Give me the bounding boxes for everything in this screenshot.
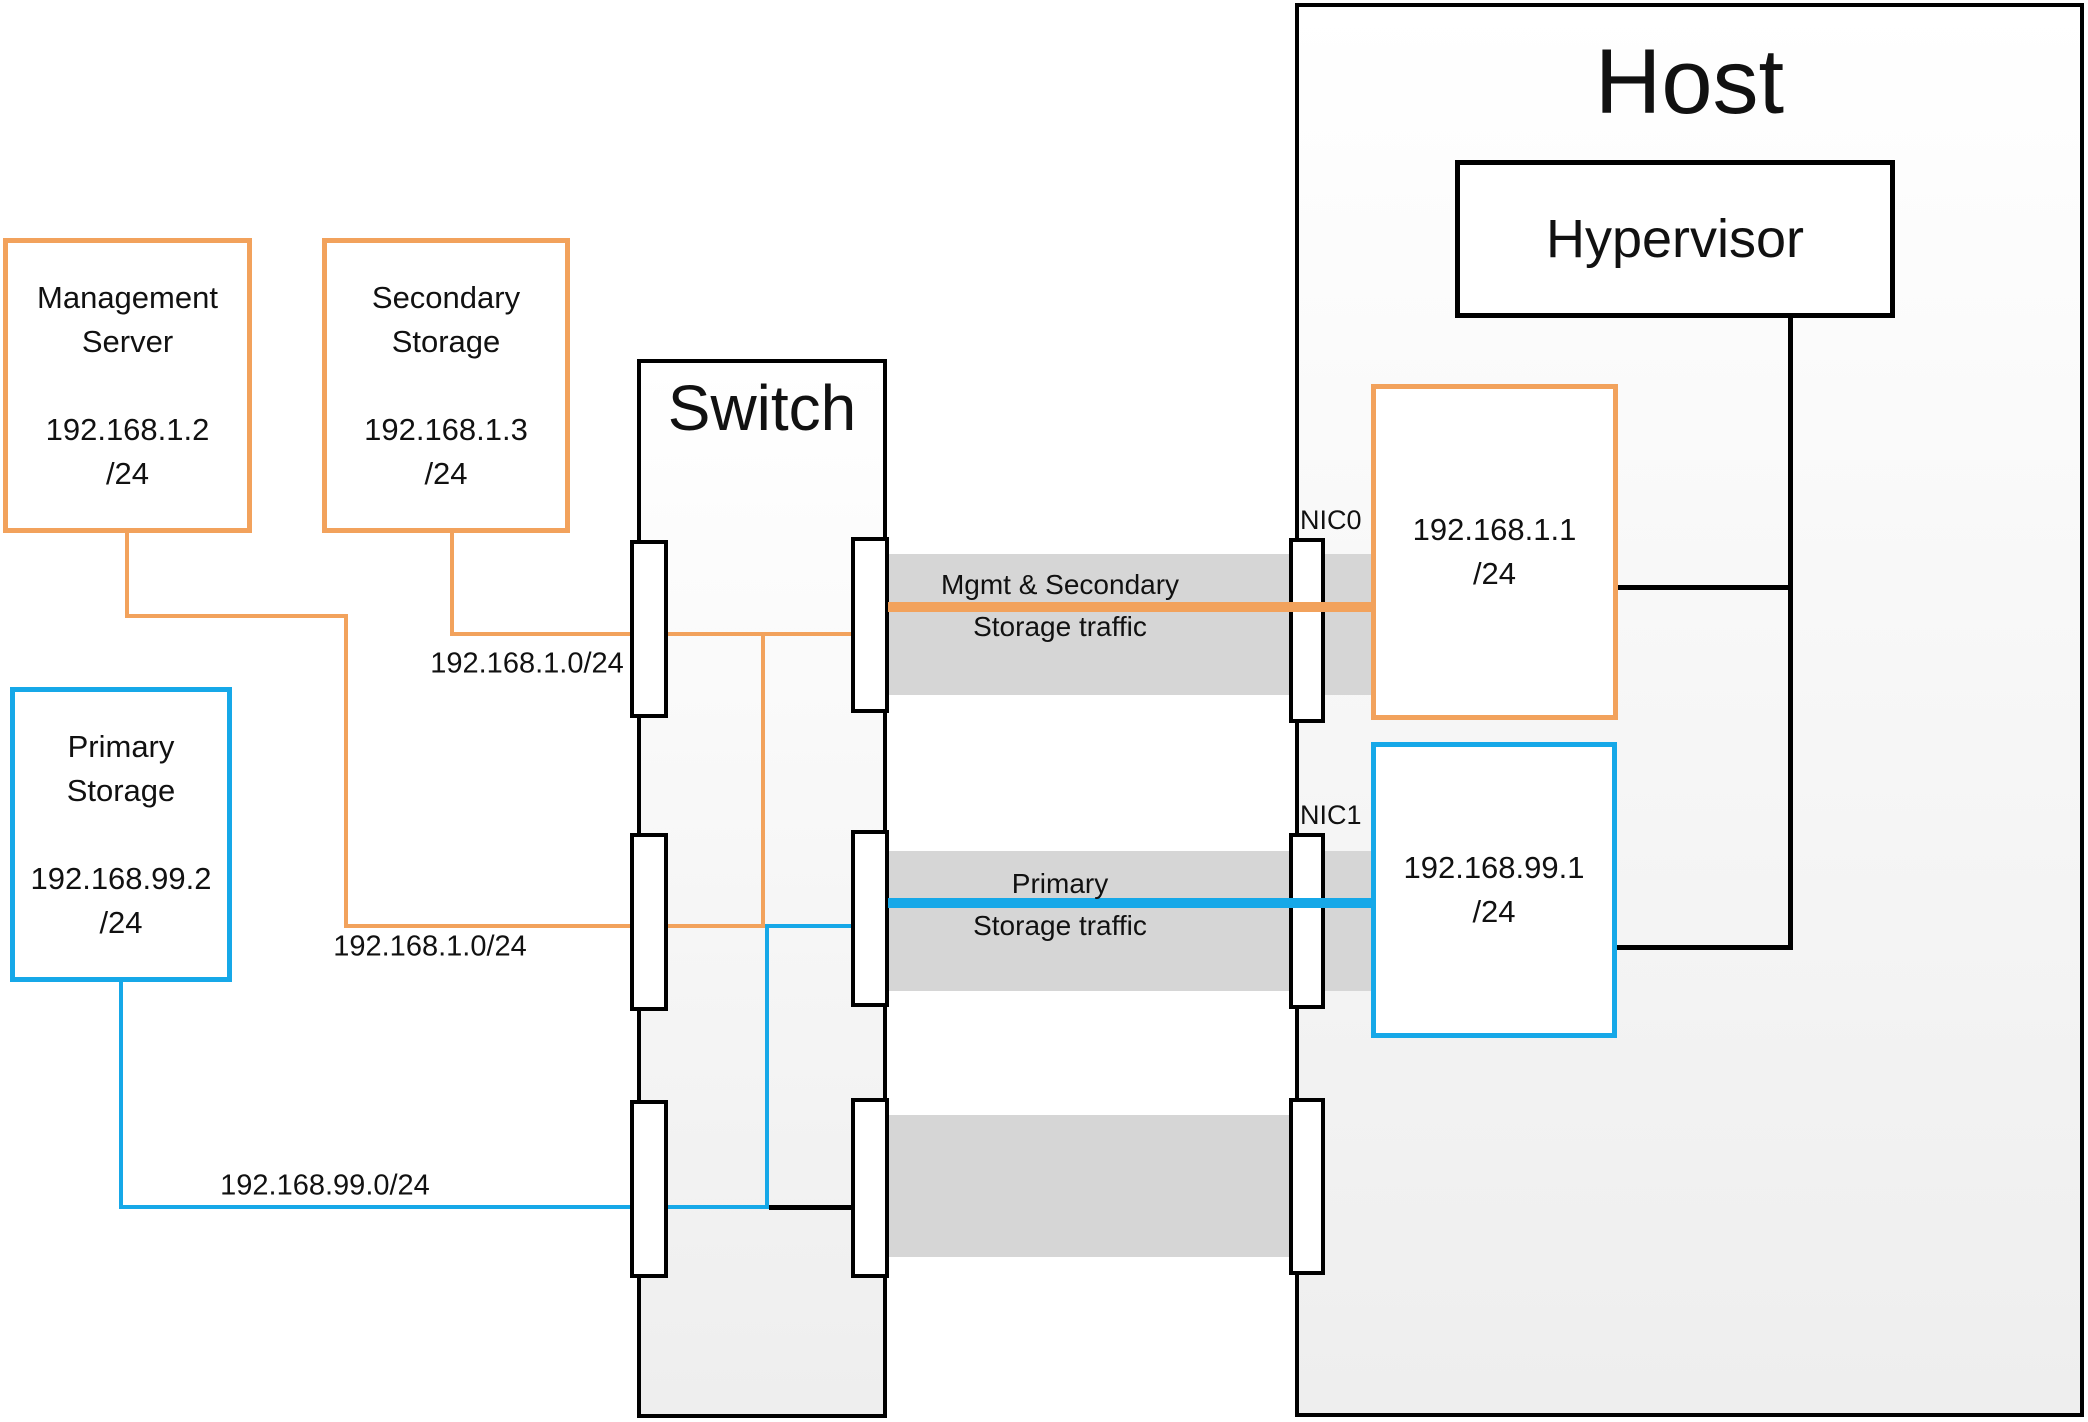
nic0-to-hypervisor-line	[1618, 585, 1788, 590]
secondary-storage-name-line1: Secondary	[371, 279, 521, 315]
subnet-label-top: 192.168.1.0/24	[430, 647, 624, 680]
hypervisor-vertical-line	[1788, 318, 1793, 950]
nic1-label: NIC1	[1300, 800, 1362, 830]
secondary-storage-box: Secondary Storage 192.168.1.3 /24	[322, 238, 570, 533]
primary-traffic-label-line1: Primary	[1011, 868, 1109, 899]
primary-connector-h	[119, 1205, 630, 1209]
switch-orange-bus-vertical	[761, 632, 765, 928]
switch-black-stub	[769, 1205, 851, 1210]
host-title: Host	[1594, 31, 1785, 133]
primary-storage-name-line1: Primary	[67, 728, 175, 764]
primary-connector-v	[119, 982, 123, 1209]
management-server-box: Management Server 192.168.1.2 /24	[3, 238, 252, 533]
switch-left-port-1	[630, 540, 668, 718]
nic1-ip: 192.168.99.1	[1403, 850, 1585, 885]
traffic-band-unused	[888, 1115, 1295, 1257]
mgmt-traffic-label: Mgmt & Secondary Storage traffic	[941, 564, 1179, 648]
mgmt-connector-v1	[125, 533, 129, 618]
hypervisor-box: Hypervisor	[1455, 160, 1895, 318]
primary-storage-mask: /24	[99, 904, 143, 940]
secondary-storage-name-line2: Storage	[391, 323, 501, 359]
primary-storage-box: Primary Storage 192.168.99.2 /24	[10, 687, 232, 982]
secondary-connector-v	[450, 533, 454, 636]
primary-traffic-label-line2: Storage traffic	[973, 910, 1147, 941]
nic1-mask: /24	[1472, 894, 1516, 929]
switch-orange-bus-top	[668, 632, 851, 636]
nic1-box: 192.168.99.1 /24	[1371, 742, 1617, 1038]
subnet-label-bottom: 192.168.99.0/24	[220, 1169, 430, 1202]
switch-orange-bus-mid	[668, 924, 765, 928]
mgmt-connector-h1	[125, 614, 348, 618]
mgmt-traffic-line	[888, 602, 1371, 612]
management-server-name-line1: Management	[37, 279, 218, 315]
secondary-storage-mask: /24	[424, 455, 468, 491]
mgmt-connector-h2	[344, 924, 630, 928]
hypervisor-label: Hypervisor	[1545, 209, 1805, 269]
management-server-ip: 192.168.1.2	[45, 411, 210, 447]
nic0-label: NIC0	[1300, 505, 1362, 535]
mgmt-connector-v2	[344, 614, 348, 928]
primary-storage-name-line2: Storage	[66, 772, 176, 808]
primary-traffic-label: Primary Storage traffic	[973, 863, 1147, 947]
switch-right-port-1	[851, 537, 889, 713]
nic1-to-hypervisor-line	[1617, 945, 1793, 950]
management-server-mask: /24	[105, 455, 150, 491]
secondary-storage-ip: 192.168.1.3	[364, 411, 528, 447]
primary-storage-ip: 192.168.99.2	[30, 860, 212, 896]
secondary-connector-h	[450, 632, 630, 636]
nic0-ip: 192.168.1.1	[1412, 512, 1577, 547]
host-nic1-port	[1289, 833, 1325, 1009]
switch-blue-bus-vertical	[765, 924, 769, 1209]
switch-title: Switch	[667, 372, 857, 444]
nic0-mask: /24	[1472, 556, 1517, 591]
switch-left-port-2	[630, 833, 668, 1011]
primary-traffic-line	[888, 898, 1371, 908]
switch-blue-bus-bottom	[668, 1205, 769, 1209]
host-nic0-port	[1289, 538, 1325, 723]
host-unused-port	[1289, 1098, 1325, 1275]
management-server-name-line2: Server	[81, 323, 174, 359]
subnet-label-middle: 192.168.1.0/24	[333, 930, 527, 963]
switch-left-port-3	[630, 1100, 668, 1278]
nic0-box: 192.168.1.1 /24	[1371, 384, 1618, 720]
switch-right-port-3	[851, 1098, 889, 1278]
switch-right-port-2	[851, 830, 889, 1007]
mgmt-traffic-label-line1: Mgmt & Secondary	[940, 569, 1180, 600]
mgmt-traffic-label-line2: Storage traffic	[973, 611, 1147, 642]
switch-blue-bus-top	[769, 924, 851, 928]
